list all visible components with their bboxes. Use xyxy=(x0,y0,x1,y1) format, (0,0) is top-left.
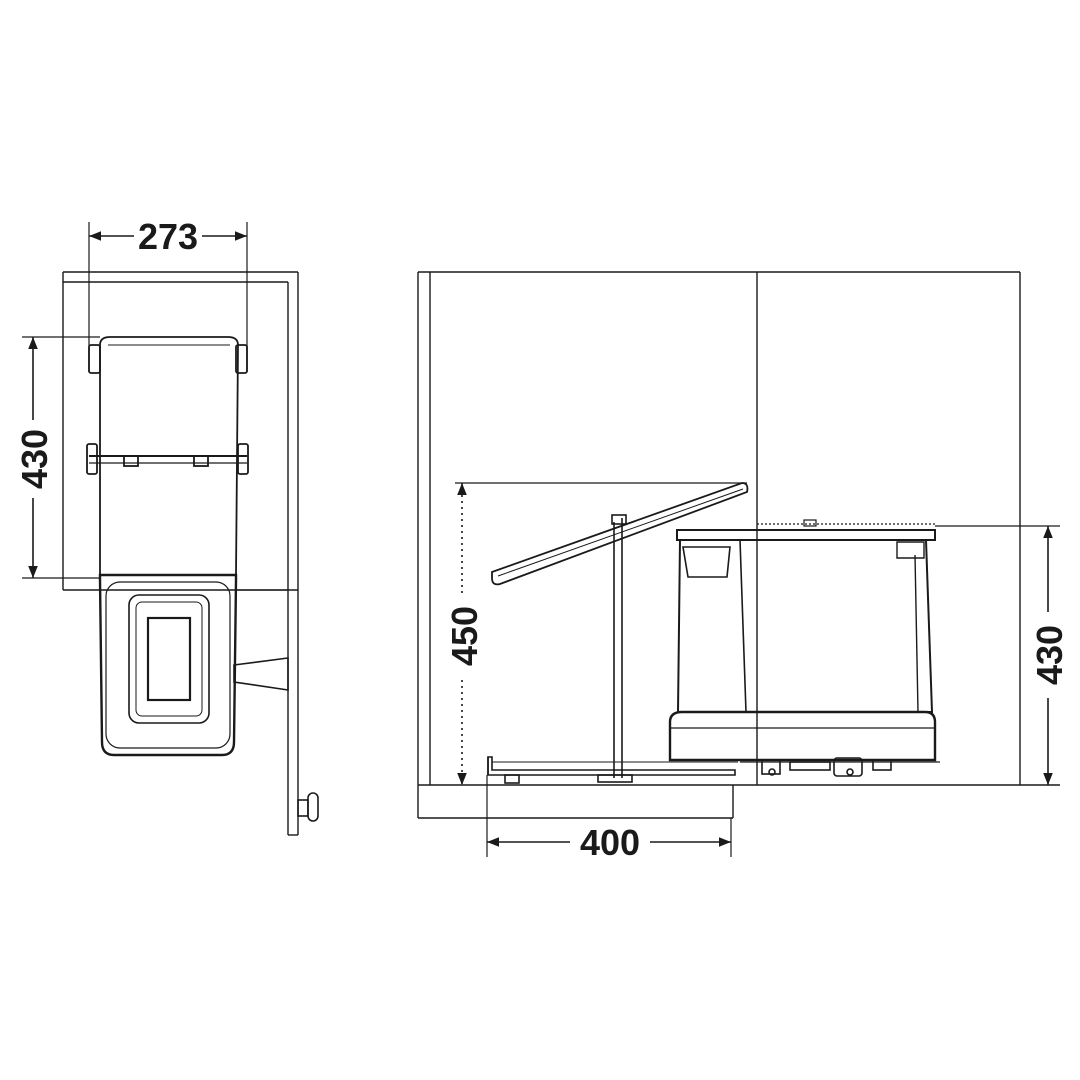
dimension-label-lid-height: 450 xyxy=(444,606,485,666)
side-view: 450 430 400 xyxy=(417,271,1070,863)
top-view-depth-dimension: 430 xyxy=(14,336,100,579)
top-view: 273 430 xyxy=(14,216,319,836)
dimension-label-side-height: 430 xyxy=(1029,625,1070,685)
top-view-width-dimension: 273 xyxy=(88,216,248,372)
dimension-label-side-depth: 400 xyxy=(580,822,640,863)
top-view-bin xyxy=(98,573,289,757)
top-view-frame xyxy=(86,336,249,576)
side-view-lid-rod xyxy=(611,514,627,778)
dimension-label-top-depth: 430 xyxy=(14,429,55,489)
top-view-cabinet xyxy=(62,271,299,836)
side-view-lid xyxy=(491,482,749,586)
dimension-label-top-width: 273 xyxy=(138,216,198,257)
door-knob-icon xyxy=(297,792,319,822)
side-view-rail xyxy=(487,756,940,784)
side-view-depth-dimension: 400 xyxy=(486,775,732,863)
side-view-cabinet xyxy=(417,271,1060,819)
side-view-height-dimension: 430 xyxy=(935,525,1070,785)
side-view-lid-height-dimension: 450 xyxy=(444,482,747,785)
side-view-bin xyxy=(668,519,937,762)
